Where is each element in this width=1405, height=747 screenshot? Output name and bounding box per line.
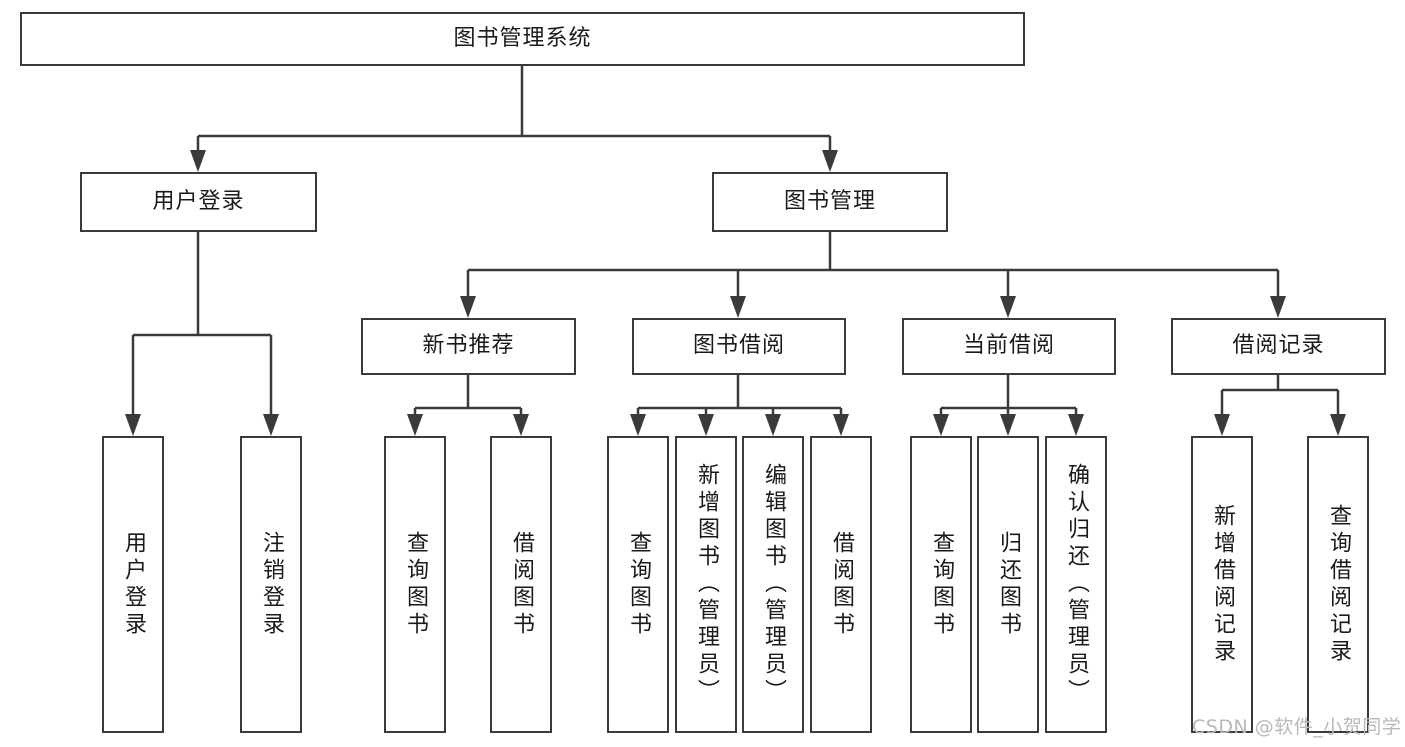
node-new-book-recommend[interactable]: 新书推荐 (361, 318, 576, 375)
node-leaf-borrow-book-2[interactable]: 借阅图书 (810, 436, 872, 733)
node-leaf-add-book[interactable]: 新增图书（管理员） (675, 436, 737, 733)
node-leaf-return-book-label: 归还图书 (996, 530, 1021, 639)
arrow-leaf-query-record (1330, 414, 1346, 436)
node-leaf-logout-login-label: 注销登录 (259, 530, 284, 639)
node-leaf-edit-book[interactable]: 编辑图书（管理员） (742, 436, 804, 733)
node-book-manage-label: 图书管理 (783, 188, 876, 214)
arrow-leaf-borrow-book-1 (513, 414, 529, 436)
node-leaf-query-book-3[interactable]: 查询图书 (910, 436, 972, 733)
node-leaf-query-book-1-label: 查询图书 (403, 530, 428, 639)
node-leaf-add-record[interactable]: 新增借阅记录 (1191, 436, 1253, 733)
arrow-borrow-record (1270, 296, 1286, 318)
node-current-borrow-label: 当前借阅 (962, 333, 1055, 359)
node-leaf-query-book-2[interactable]: 查询图书 (607, 436, 669, 733)
arrow-leaf-confirm-return (1068, 414, 1084, 436)
node-book-manage[interactable]: 图书管理 (712, 172, 948, 232)
arrow-leaf-logout-login (263, 414, 279, 436)
node-leaf-query-book-3-label: 查询图书 (929, 530, 954, 639)
node-user-login-label: 用户登录 (152, 188, 245, 214)
node-system-title[interactable]: 图书管理系统 (20, 12, 1025, 66)
node-leaf-query-book-1[interactable]: 查询图书 (384, 436, 446, 733)
node-book-borrow[interactable]: 图书借阅 (632, 318, 846, 375)
node-leaf-query-record[interactable]: 查询借阅记录 (1307, 436, 1369, 733)
arrow-leaf-edit-book (765, 414, 781, 436)
node-leaf-confirm-return[interactable]: 确认归还（管理员） (1045, 436, 1107, 733)
node-leaf-borrow-book-1-label: 借阅图书 (509, 530, 534, 639)
arrow-leaf-add-book (698, 414, 714, 436)
node-leaf-user-login[interactable]: 用户登录 (102, 436, 164, 733)
node-current-borrow[interactable]: 当前借阅 (902, 318, 1116, 375)
arrow-book-borrow (730, 296, 746, 318)
arrow-leaf-query-book-3 (933, 414, 949, 436)
node-leaf-borrow-book-2-label: 借阅图书 (829, 530, 854, 639)
arrow-user-login (190, 150, 206, 172)
node-leaf-query-record-label: 查询借阅记录 (1326, 503, 1351, 666)
arrow-new-book-recommend (460, 296, 476, 318)
node-new-book-recommend-label: 新书推荐 (422, 333, 515, 359)
node-leaf-confirm-return-label: 确认归还（管理员） (1064, 463, 1089, 706)
node-leaf-return-book[interactable]: 归还图书 (977, 436, 1039, 733)
arrow-leaf-query-book-1 (407, 414, 423, 436)
arrow-leaf-query-book-2 (630, 414, 646, 436)
arrow-book-manage (822, 150, 838, 172)
arrow-current-borrow (1000, 296, 1016, 318)
arrow-leaf-return-book (1000, 414, 1016, 436)
node-leaf-user-login-label: 用户登录 (121, 530, 146, 639)
node-leaf-query-book-2-label: 查询图书 (626, 530, 651, 639)
node-borrow-record[interactable]: 借阅记录 (1171, 318, 1386, 375)
node-book-borrow-label: 图书借阅 (692, 333, 785, 359)
arrow-leaf-borrow-book-2 (833, 414, 849, 436)
arrow-leaf-add-record (1214, 414, 1230, 436)
arrow-leaf-user-login (125, 414, 141, 436)
watermark-text: CSDN @软件_小贺同学 (1192, 716, 1402, 738)
node-leaf-add-record-label: 新增借阅记录 (1210, 503, 1235, 666)
node-system-title-label: 图书管理系统 (453, 25, 592, 51)
node-borrow-record-label: 借阅记录 (1232, 333, 1325, 359)
node-leaf-logout-login[interactable]: 注销登录 (240, 436, 302, 733)
node-leaf-add-book-label: 新增图书（管理员） (694, 463, 719, 706)
node-leaf-edit-book-label: 编辑图书（管理员） (761, 463, 786, 706)
node-leaf-borrow-book-1[interactable]: 借阅图书 (490, 436, 552, 733)
node-user-login[interactable]: 用户登录 (80, 172, 317, 232)
